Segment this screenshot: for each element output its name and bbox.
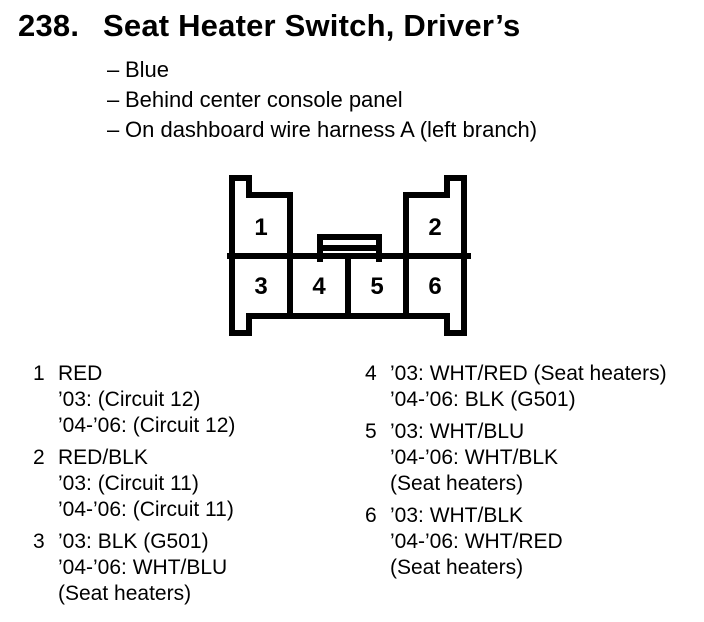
wire-label: RED/BLK — [58, 446, 148, 469]
connector-notes: – Blue – Behind center console panel – O… — [107, 55, 537, 145]
note-location: – Behind center console panel — [107, 85, 537, 115]
wire-label: ’04-’06: BLK (G501) — [390, 388, 576, 411]
note-harness: – On dashboard wire harness A (left bran… — [107, 115, 537, 145]
wire-label: ’04-’06: WHT/BLU — [58, 556, 228, 579]
pin-description: ’03: WHT/BLU ’04-’06: WHT/BLK (Seat heat… — [390, 419, 558, 497]
pin-description: ’03: WHT/BLK ’04-’06: WHT/RED (Seat heat… — [390, 503, 563, 581]
dash-bullet: – — [107, 57, 120, 82]
wire-label: ’03: WHT/BLU — [390, 420, 525, 443]
wire-label: ’03: WHT/BLK — [390, 504, 524, 527]
note-text: On dashboard wire harness A (left branch… — [125, 117, 538, 142]
note-text: Blue — [125, 57, 170, 82]
pin-description: ’03: WHT/RED (Seat heaters) ’04-’06: BLK… — [390, 361, 667, 413]
pin-4-label: 4 — [312, 273, 326, 300]
pin-6-label: 6 — [428, 273, 441, 300]
pin-legend-left: 1 RED ’03: (Circuit 12) ’04-’06: (Circui… — [33, 361, 235, 613]
pin-3-label: 3 — [254, 273, 267, 300]
section-title: 238. Seat Heater Switch, Driver’s — [18, 8, 520, 44]
wire-label: (Seat heaters) — [390, 472, 524, 495]
wire-label: ’04-’06: (Circuit 12) — [58, 414, 236, 437]
pin-number: 2 — [33, 446, 45, 469]
pin-legend-right: 4 ’03: WHT/RED (Seat heaters) ’04-’06: B… — [365, 361, 667, 587]
legend-item-pin-6: 6 ’03: WHT/BLK ’04-’06: WHT/RED (Seat he… — [365, 503, 667, 581]
wire-label: (Seat heaters) — [58, 582, 192, 605]
pin-number: 6 — [365, 504, 377, 527]
dash-bullet: – — [107, 87, 120, 112]
pin-5-label: 5 — [370, 273, 383, 300]
dash-bullet: – — [107, 117, 120, 142]
pin-number: 5 — [365, 420, 377, 443]
wire-label: ’04-’06: WHT/RED — [390, 530, 563, 553]
section-name: Seat Heater Switch, Driver’s — [103, 8, 521, 43]
pin-2-label: 2 — [428, 214, 441, 241]
legend-item-pin-1: 1 RED ’03: (Circuit 12) ’04-’06: (Circui… — [33, 361, 235, 439]
connector-diagram: 1 2 3 4 5 6 — [227, 175, 471, 336]
wire-label: ’04-’06: (Circuit 11) — [58, 498, 234, 521]
legend-item-pin-5: 5 ’03: WHT/BLU ’04-’06: WHT/BLK (Seat he… — [365, 419, 667, 497]
wire-label: ’03: (Circuit 12) — [58, 388, 201, 411]
legend-item-pin-3: 3 ’03: BLK (G501) ’04-’06: WHT/BLU (Seat… — [33, 529, 235, 607]
legend-item-pin-4: 4 ’03: WHT/RED (Seat heaters) ’04-’06: B… — [365, 361, 667, 413]
pin-description: RED ’03: (Circuit 12) ’04-’06: (Circuit … — [58, 361, 235, 439]
wire-label: ’04-’06: WHT/BLK — [390, 446, 559, 469]
wire-label: ’03: (Circuit 11) — [58, 472, 199, 495]
pin-number: 4 — [365, 362, 377, 385]
legend-item-pin-2: 2 RED/BLK ’03: (Circuit 11) ’04-’06: (Ci… — [33, 445, 235, 523]
section-number: 238. — [18, 8, 80, 43]
note-color: – Blue — [107, 55, 537, 85]
pin-number: 3 — [33, 530, 45, 553]
wire-label: RED — [58, 362, 103, 385]
wire-label: ’03: BLK (G501) — [58, 530, 209, 553]
pin-description: ’03: BLK (G501) ’04-’06: WHT/BLU (Seat h… — [58, 529, 227, 607]
wire-label: (Seat heaters) — [390, 556, 524, 579]
pin-1-label: 1 — [254, 214, 267, 241]
pin-description: RED/BLK ’03: (Circuit 11) ’04-’06: (Circ… — [58, 445, 234, 523]
wire-label: ’03: WHT/RED (Seat heaters) — [390, 362, 667, 385]
note-text: Behind center console panel — [125, 87, 403, 112]
pin-number: 1 — [33, 362, 45, 385]
